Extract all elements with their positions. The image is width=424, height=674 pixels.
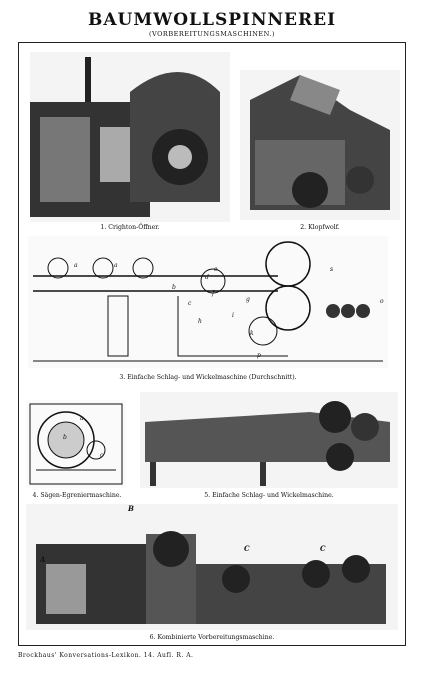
- fig3-label-c: c: [188, 300, 192, 307]
- fig3-label-k: k: [250, 330, 254, 337]
- fig3-label-s: s: [330, 266, 334, 273]
- figure-4-caption: 4. Sägen-Egreniermaschine.: [32, 492, 122, 499]
- figure-1-caption: 1. Crighton-Öffner.: [100, 224, 160, 231]
- figure-6-caption: 6. Kombinierte Vorbereitungsmaschine.: [149, 634, 275, 641]
- figure-1-illustration: [30, 52, 230, 222]
- fig6-label-C2: C: [320, 544, 326, 553]
- page-subtitle: (VORBEREITUNGSMASCHINEN.): [148, 30, 276, 38]
- figure-4-diagram: [26, 400, 126, 488]
- fig6-label-B: B: [128, 504, 134, 513]
- fig3-label-g: g: [246, 296, 250, 303]
- page-title: BAUMWOLLSPINNEREI: [87, 10, 337, 30]
- fig3-label-i: i: [232, 312, 234, 319]
- figure-6-illustration: [26, 504, 398, 630]
- fig3-label-a2: a: [114, 262, 118, 269]
- fig3-label-o: o: [380, 298, 384, 305]
- fig6-label-A: A: [40, 555, 46, 564]
- fig4-label-c: c: [100, 452, 104, 459]
- fig3-label-e: e: [214, 266, 218, 273]
- figure-2-illustration: [240, 70, 400, 220]
- fig3-label-p: p: [257, 352, 261, 359]
- footer-source: Brockhaus' Konversations-Lexikon. 14. Au…: [18, 652, 194, 659]
- figure-3-diagram: [28, 236, 388, 368]
- figure-5-caption: 5. Einfache Schlag- und Wickelmaschine.: [204, 492, 334, 499]
- fig4-label-b: b: [63, 434, 67, 441]
- fig3-label-f: f: [212, 290, 215, 297]
- figure-5-illustration: [140, 392, 398, 488]
- figure-2-caption: 2. Klopfwolf.: [300, 224, 340, 231]
- fig3-label-h: h: [198, 318, 202, 325]
- figure-3-caption: 3. Einfache Schlag- und Wickelmaschine (…: [119, 374, 297, 381]
- fig4-label-a: a: [80, 415, 84, 422]
- plate-frame: [18, 42, 406, 646]
- fig3-label-d: d: [205, 274, 209, 281]
- fig3-label-a1: a: [74, 262, 78, 269]
- fig6-label-C1: C: [244, 544, 250, 553]
- fig3-label-b: b: [172, 284, 176, 291]
